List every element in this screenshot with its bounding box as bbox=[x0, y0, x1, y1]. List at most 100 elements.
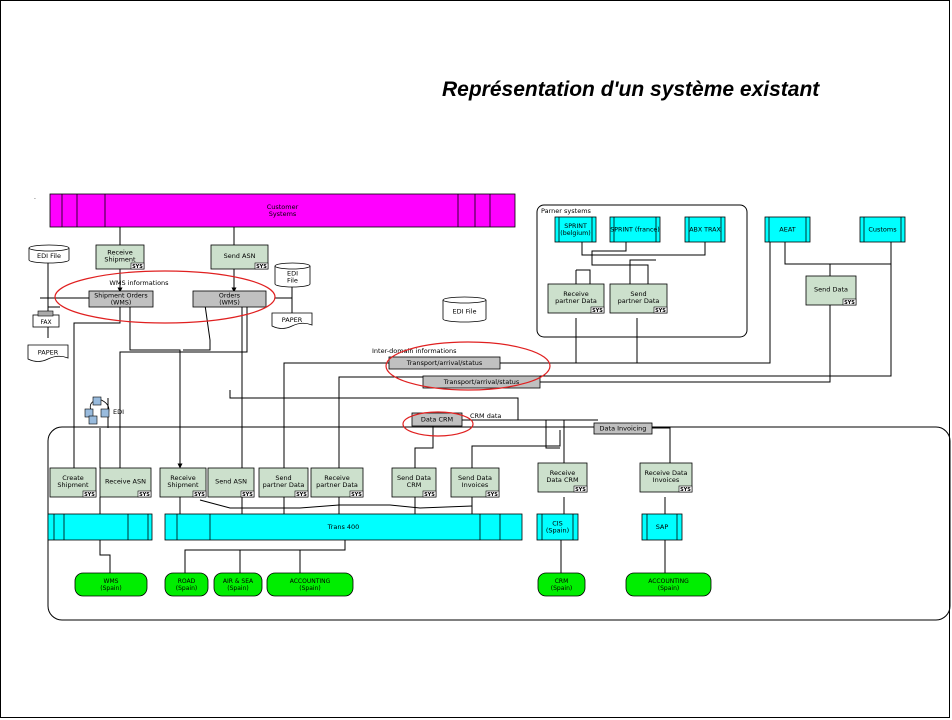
connector-line bbox=[73, 307, 121, 468]
customs[interactable]: Customs bbox=[859, 216, 906, 243]
page-title: Représentation d'un système existant bbox=[442, 78, 820, 101]
paper-left: PAPER bbox=[27, 344, 69, 362]
edi-file-left-top bbox=[28, 244, 70, 252]
abx-trax[interactable]: ABX TRAX bbox=[684, 216, 726, 243]
connector-line bbox=[629, 259, 656, 284]
transport-status-2[interactable]: Transport/arrival/status bbox=[422, 375, 541, 389]
edi-file-mid-top bbox=[274, 262, 311, 270]
sap-bar-label: SAP bbox=[656, 523, 669, 531]
cis-bar[interactable]: CIS(Spain) bbox=[536, 513, 579, 541]
sys-badge-label: SYS bbox=[680, 487, 691, 493]
accounting-spain-1[interactable]: ACCOUNTING(Spain) bbox=[266, 572, 354, 597]
trans400-bar[interactable]: Trans 400 bbox=[164, 513, 523, 541]
create-shipment-box bbox=[49, 467, 97, 498]
wms-spain-label: WMS(Spain) bbox=[100, 578, 121, 592]
transport-status-1[interactable]: Transport/arrival/status bbox=[388, 356, 501, 370]
accounting-spain-1-box bbox=[266, 572, 354, 597]
sys-badge-label: SYS bbox=[351, 492, 362, 498]
transport-status-2-box bbox=[422, 375, 541, 389]
connector-line bbox=[471, 430, 561, 468]
edi-file-mid-body bbox=[274, 266, 311, 288]
edi-file-center-label: EDI File bbox=[453, 308, 477, 316]
road-spain[interactable]: ROAD(Spain) bbox=[164, 572, 209, 597]
aeat[interactable]: AEAT bbox=[764, 216, 811, 243]
edi-file-center-body bbox=[442, 300, 487, 323]
sprint-france[interactable]: SPRINT (france) bbox=[609, 216, 661, 243]
edi-network-icon: EDI bbox=[84, 396, 124, 425]
receive-asn-label: Receive ASN bbox=[105, 478, 146, 486]
aeat-label: AEAT bbox=[779, 226, 795, 234]
transport-status-1-label: Transport/arrival/status bbox=[406, 359, 483, 367]
accounting-spain-2-label: ACCOUNTING(Spain) bbox=[648, 578, 689, 592]
orders-wms-box bbox=[192, 290, 267, 308]
sys-badge bbox=[422, 490, 437, 498]
data-invoicing-box bbox=[593, 422, 653, 435]
air-sea-spain[interactable]: AIR & SEA(Spain) bbox=[213, 572, 263, 597]
data-crm[interactable]: Data CRM bbox=[411, 412, 463, 427]
trans400-bar-label: Trans 400 bbox=[327, 523, 360, 531]
data-invoicing[interactable]: Data Invoicing bbox=[593, 422, 653, 435]
edi-file-left: EDI File bbox=[28, 244, 70, 264]
paper-left-label: PAPER bbox=[38, 349, 59, 357]
connector-line bbox=[283, 362, 392, 468]
sys-badge-label: SYS bbox=[844, 300, 855, 306]
sprint-belgium[interactable]: SPRINT(belgium) bbox=[554, 216, 597, 243]
sys-badge bbox=[240, 490, 255, 498]
crm-spain[interactable]: CRM(Spain) bbox=[537, 572, 586, 597]
paper-right-shape bbox=[271, 312, 313, 329]
partner-systems-region bbox=[536, 204, 748, 338]
connector-line bbox=[637, 225, 771, 364]
inter-domain-label: Inter-domain informations bbox=[372, 347, 457, 355]
paper-right-label: PAPER bbox=[282, 316, 303, 324]
wms-bar[interactable] bbox=[47, 513, 153, 541]
connector-line bbox=[504, 318, 638, 364]
sys-badge-label: SYS bbox=[424, 492, 435, 498]
edi-file-center: EDI File bbox=[442, 296, 487, 323]
wms-spain[interactable]: WMS(Spain) bbox=[74, 572, 148, 597]
sys-badge-label: SYS bbox=[575, 487, 586, 493]
shipment-orders-wms[interactable]: Shipment Orders(WMS) bbox=[88, 290, 154, 308]
highlight-data-crm bbox=[402, 411, 474, 437]
wms-bar-box bbox=[47, 513, 153, 541]
sap-bar[interactable]: SAP bbox=[641, 513, 683, 541]
connector-line bbox=[229, 390, 519, 420]
sprint-france-label: SPRINT (france) bbox=[610, 227, 660, 234]
trans400-bar-box bbox=[164, 513, 523, 541]
road-spain-box bbox=[164, 572, 209, 597]
shipment-orders-wms-box bbox=[88, 290, 154, 308]
connector-line bbox=[576, 269, 591, 284]
data-crm-label: Data CRM bbox=[421, 416, 453, 424]
accounting-spain-2-box bbox=[625, 572, 712, 597]
orders-wms[interactable]: Orders(WMS) bbox=[192, 290, 267, 308]
connector-line bbox=[591, 228, 649, 284]
connector-line bbox=[47, 256, 60, 308]
accounting-spain-2[interactable]: ACCOUNTING(Spain) bbox=[625, 572, 712, 597]
connector-line bbox=[119, 305, 248, 468]
data-crm-box bbox=[411, 412, 463, 427]
